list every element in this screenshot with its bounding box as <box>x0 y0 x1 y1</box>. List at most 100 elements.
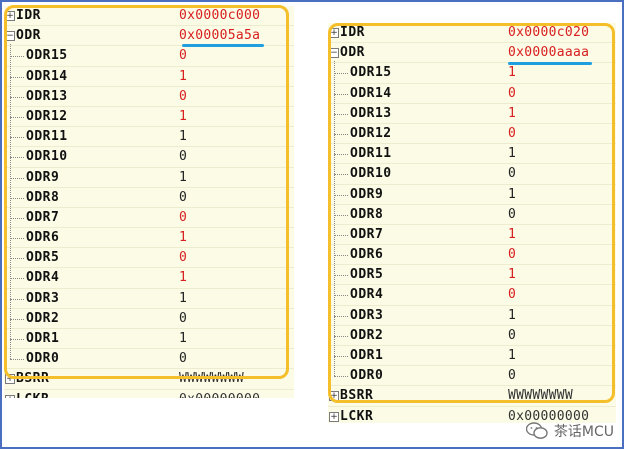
register-value[interactable]: 0 <box>179 189 188 205</box>
register-value[interactable]: 1 <box>179 230 188 246</box>
register-value[interactable]: 0 <box>179 88 188 104</box>
tree-connector-line <box>10 96 24 98</box>
register-value[interactable]: 0 <box>179 48 188 64</box>
expand-icon[interactable]: + <box>329 391 339 402</box>
register-value[interactable]: 0x00000000 <box>508 408 590 423</box>
register-row-odr15[interactable]: ODR15 1 <box>328 63 616 84</box>
register-value[interactable]: 1 <box>508 348 517 363</box>
register-value[interactable]: 1 <box>508 267 517 283</box>
register-value[interactable]: 0 <box>508 368 517 384</box>
register-value[interactable]: 1 <box>179 68 188 84</box>
register-value[interactable]: 0x0000aaaa <box>508 45 590 61</box>
tree-connector-line <box>10 137 24 139</box>
register-value[interactable]: 0 <box>179 310 188 326</box>
register-value[interactable]: 0x00000000 <box>179 390 260 398</box>
register-value[interactable]: 1 <box>179 290 188 306</box>
register-value[interactable]: 0 <box>179 149 188 165</box>
register-value[interactable]: 1 <box>508 65 517 81</box>
register-value[interactable]: 0 <box>179 250 188 266</box>
register-row-odr14[interactable]: ODR14 1 <box>4 67 294 87</box>
register-value[interactable]: 0 <box>508 125 517 141</box>
register-value[interactable]: 1 <box>508 186 517 202</box>
register-name: ODR <box>16 28 41 44</box>
register-value[interactable]: WWWWWWWW <box>508 388 574 404</box>
register-value[interactable]: 0 <box>508 206 517 222</box>
expand-icon[interactable]: + <box>5 11 15 21</box>
register-value[interactable]: 1 <box>508 226 517 242</box>
register-name: ODR15 <box>350 65 392 81</box>
register-name: ODR8 <box>26 189 60 205</box>
expand-icon[interactable]: + <box>329 28 339 38</box>
tree-connector-line <box>10 278 24 280</box>
register-value[interactable]: 0 <box>179 209 188 225</box>
register-row-odr[interactable]: −ODR 0x00005a5a <box>4 26 294 47</box>
expand-icon[interactable]: + <box>329 411 339 422</box>
register-value[interactable]: 0 <box>508 327 517 343</box>
register-value[interactable]: 0x00005a5a <box>179 28 261 44</box>
register-value[interactable]: 0 <box>508 166 517 182</box>
register-name: ODR14 <box>26 68 68 84</box>
tree-connector-line <box>334 93 348 95</box>
expand-icon[interactable]: + <box>5 374 15 385</box>
register-value[interactable]: 0 <box>508 247 517 263</box>
expand-icon[interactable]: + <box>5 394 15 398</box>
register-value[interactable]: 1 <box>179 129 188 145</box>
register-name: ODR9 <box>26 169 60 185</box>
register-value[interactable]: 1 <box>179 169 188 185</box>
register-value[interactable]: 0 <box>179 351 188 367</box>
register-value[interactable]: 0x0000c020 <box>508 25 590 40</box>
register-value[interactable]: 0 <box>508 287 517 303</box>
tree-connector-line <box>10 157 24 159</box>
register-value[interactable]: 1 <box>508 146 517 162</box>
collapse-icon[interactable]: − <box>329 48 339 59</box>
register-value[interactable]: 1 <box>179 108 188 124</box>
register-value[interactable]: 0x0000c000 <box>179 8 261 23</box>
register-value[interactable]: 0 <box>508 85 517 101</box>
register-value[interactable]: 1 <box>508 105 517 121</box>
tree-connector-line <box>334 194 348 196</box>
register-value[interactable]: WWWWWWWW <box>179 371 245 387</box>
collapse-icon[interactable]: − <box>5 31 15 42</box>
register-row-odr9[interactable]: ODR9 1 <box>4 168 294 188</box>
register-value[interactable]: 1 <box>508 307 517 323</box>
register-value[interactable]: 1 <box>179 270 188 286</box>
register-row-odr8[interactable]: ODR8 0 <box>4 188 294 208</box>
register-value[interactable]: 1 <box>179 331 188 346</box>
